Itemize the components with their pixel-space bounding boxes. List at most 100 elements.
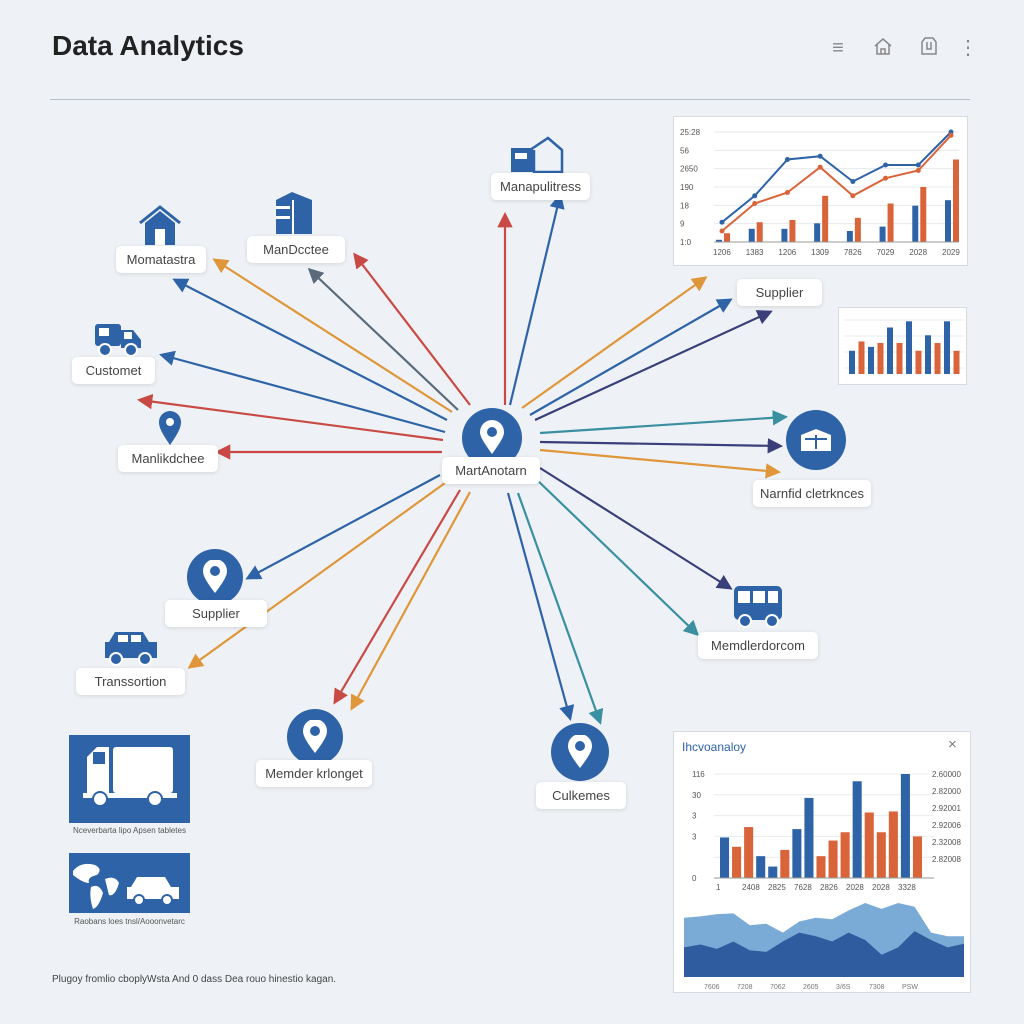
world-card-caption: Raobans loes tnsl/Aooonvetarc <box>74 917 185 926</box>
bar <box>934 343 941 374</box>
bar <box>887 327 893 374</box>
connection-arrow <box>307 267 459 411</box>
x-tick-label: 1206 <box>713 248 731 257</box>
data-point <box>817 153 823 159</box>
data-point <box>752 193 758 199</box>
center-pin-icon[interactable] <box>462 408 522 468</box>
x-tick-label: PSW <box>902 984 918 991</box>
bar <box>849 350 855 374</box>
connection-arrow <box>529 298 733 416</box>
bar <box>816 856 826 878</box>
world-transport-card-image[interactable] <box>69 853 190 913</box>
node-label-momatastra[interactable]: Momatastra <box>116 246 206 273</box>
data-point <box>948 132 954 138</box>
bar <box>877 343 884 374</box>
customers-pin-icon[interactable] <box>551 723 609 781</box>
center-node-label[interactable]: MartAnotarn <box>442 457 540 484</box>
data-point <box>719 228 725 234</box>
factory-building-icon <box>274 190 314 239</box>
bar <box>864 812 874 878</box>
node-label-manlikdchee[interactable]: Manlikdchee <box>118 445 218 472</box>
connection-arrow <box>539 410 789 435</box>
x-tick-label: 1309 <box>811 248 829 257</box>
x-tick-label: 7826 <box>844 248 862 257</box>
y-tick-label: 190 <box>680 183 694 192</box>
y-tick-right: 2.82000 <box>932 787 961 796</box>
node-label-supplier-top[interactable]: Supplier <box>737 279 822 306</box>
mini-bar-chart[interactable] <box>838 307 967 385</box>
home-icon[interactable] <box>871 36 895 60</box>
more-vertical-icon[interactable]: ⋮ <box>958 37 978 59</box>
member-pin-icon[interactable] <box>287 709 343 765</box>
analytics-panel-title: Ihcvoanaloy <box>682 740 747 754</box>
data-point <box>850 179 856 184</box>
bar <box>744 827 754 878</box>
bar <box>840 832 850 878</box>
y-tick-right: 2.92001 <box>932 804 961 813</box>
node-label-supplier[interactable]: Supplier <box>165 600 267 627</box>
data-point <box>784 157 790 162</box>
delivery-truck-icon <box>93 322 143 363</box>
node-label-mandcctee[interactable]: ManDcctee <box>247 236 345 263</box>
x-tick-label: 7606 <box>704 984 720 991</box>
y-tick-label: 2650 <box>680 165 698 174</box>
bar <box>781 228 788 242</box>
x-tick-label: 1383 <box>746 248 764 257</box>
bar <box>915 350 922 374</box>
x-tick-label: 2825 <box>768 883 786 892</box>
y-tick-label: 9 <box>680 220 685 229</box>
bar <box>900 774 910 878</box>
data-point <box>883 175 889 181</box>
y-tick-label: 18 <box>680 201 689 210</box>
supplier-pin-icon[interactable] <box>187 549 243 605</box>
y-tick-label: 25:28 <box>680 128 701 137</box>
menu-icon[interactable]: ≡ <box>832 37 844 59</box>
connection-arrow <box>245 474 441 580</box>
node-label-customet[interactable]: Customet <box>72 357 155 384</box>
bar <box>879 226 886 242</box>
node-label-customers[interactable]: Culkemes <box>536 782 626 809</box>
node-label-transsortion[interactable]: Transsortion <box>76 668 185 695</box>
data-point <box>817 164 823 170</box>
x-tick-label: 3/6S <box>836 984 851 991</box>
bar <box>854 217 861 242</box>
y-tick-right: 2.92006 <box>932 821 961 830</box>
bar <box>828 840 838 878</box>
connection-arrow <box>508 193 565 406</box>
close-icon[interactable]: × <box>948 736 957 753</box>
node-label-distribution[interactable]: Narnfid cletrknces <box>753 480 871 507</box>
connection-arrow <box>506 492 575 721</box>
page-title: Data Analytics <box>52 30 244 61</box>
connection-arrow <box>333 489 461 705</box>
node-label-manapulitress[interactable]: Manapulitress <box>491 173 590 200</box>
connection-arrow <box>539 438 784 454</box>
data-point <box>752 201 758 206</box>
connection-arrow <box>353 252 471 406</box>
warehouse-icon <box>139 205 181 252</box>
area-dark <box>684 931 964 977</box>
connection-arrow <box>534 477 700 637</box>
connection-arrow <box>136 393 444 442</box>
distribution-center-icon[interactable] <box>786 410 846 470</box>
bar <box>756 856 766 878</box>
node-label-memdlerdorcom[interactable]: Memdlerdorcom <box>698 632 818 659</box>
y-tick-left: 3 <box>692 832 697 841</box>
truck-card-image[interactable] <box>69 735 190 823</box>
store-icon[interactable] <box>917 36 941 60</box>
x-tick-label: 2029 <box>942 248 960 257</box>
header-divider <box>50 99 970 100</box>
bar <box>858 341 865 374</box>
x-tick-label: 7628 <box>794 883 812 892</box>
bar <box>822 195 829 242</box>
x-tick-label: 2408 <box>742 883 760 892</box>
node-label-memder[interactable]: Memder krlonget <box>256 760 372 787</box>
connection-arrow <box>350 491 471 711</box>
bar <box>846 231 853 242</box>
bar <box>896 343 903 374</box>
x-tick-label: 2826 <box>820 883 838 892</box>
office-building-icon <box>510 136 565 179</box>
truck-card-caption: Nceverbarta lipo Apsen tabletes <box>73 826 186 835</box>
bar <box>953 350 960 374</box>
